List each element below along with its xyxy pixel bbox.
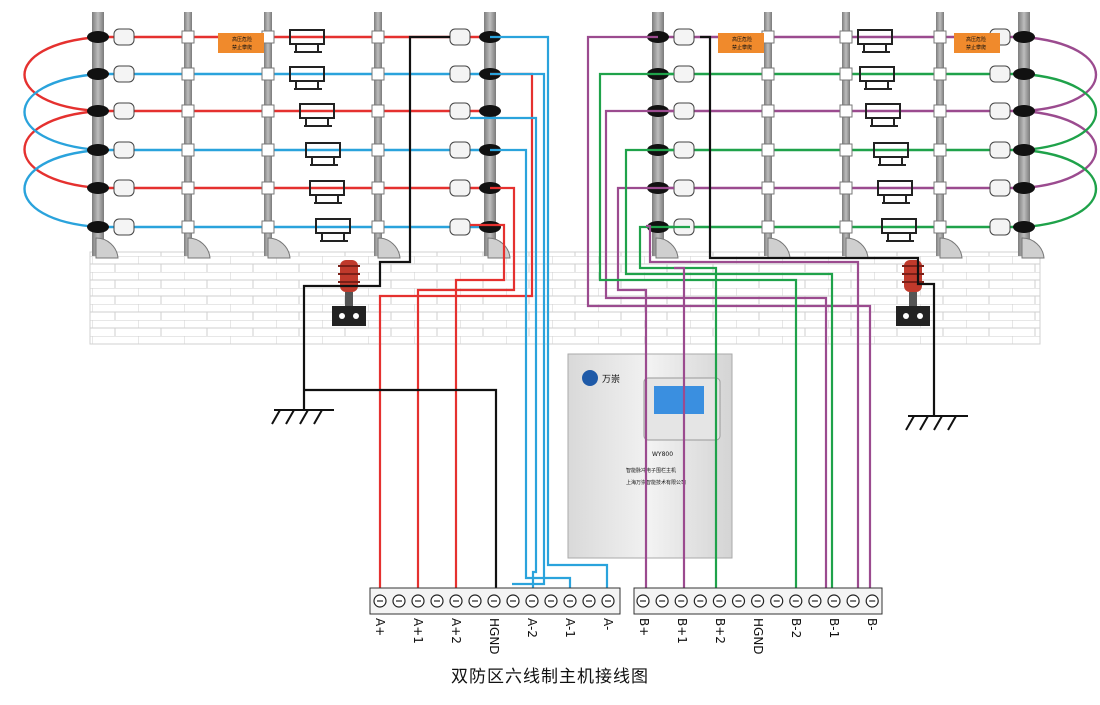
svg-text:高压危险: 高压危险 xyxy=(966,36,986,43)
terminal-label: B+1 xyxy=(675,618,689,644)
terminal-label: A-1 xyxy=(563,618,577,638)
svg-text:高压危险: 高压危险 xyxy=(232,36,252,43)
controller-display xyxy=(654,386,704,414)
terminal-label: B+2 xyxy=(713,618,727,644)
terminal-block-b xyxy=(633,587,883,615)
terminal-labels-a: A+ A+1 A+2 HGND A-2 A-1 A- xyxy=(373,618,615,655)
svg-text:高压危险: 高压危险 xyxy=(732,36,752,43)
fence-wires-zone-a xyxy=(23,35,490,229)
warning-sign-b2: 高压危险 禁止攀爬 xyxy=(954,33,1000,53)
wiring-zone-b xyxy=(586,35,936,590)
spool-insulators xyxy=(113,28,1011,236)
terminal-label: HGND xyxy=(751,618,765,655)
lightning-arrester-a xyxy=(332,260,366,326)
fence-wires-zone-b xyxy=(658,35,1098,229)
terminal-screws-a xyxy=(373,594,615,608)
terminal-screws-b xyxy=(636,594,879,608)
brick-wall xyxy=(89,251,1041,345)
wire-tensioners xyxy=(289,29,917,242)
terminal-label: A-2 xyxy=(525,618,539,638)
clip-insulators xyxy=(181,30,947,234)
brand-logo-icon xyxy=(582,370,598,386)
terminal-label: A- xyxy=(601,618,615,630)
warning-sign-a: 高压危险 禁止攀爬 xyxy=(218,33,264,53)
controller-unit: 万崇 WY800 智能脉冲电子围栏主机 上海万崇智能技术有限公司 xyxy=(567,353,733,559)
controller-model: WY800 xyxy=(652,451,673,458)
terminal-block-a xyxy=(369,587,621,615)
terminal-label: A+2 xyxy=(449,618,463,644)
terminal-labels-b: B+ B+1 B+2 HGND B-2 B-1 B- xyxy=(637,618,879,655)
svg-text:禁止攀爬: 禁止攀爬 xyxy=(732,44,752,51)
diagram-title: 双防区六线制主机接线图 xyxy=(451,667,649,687)
terminal-label: B-1 xyxy=(827,618,841,638)
terminal-label: A+1 xyxy=(411,618,425,644)
ground-symbol-b xyxy=(905,415,968,431)
svg-text:禁止攀爬: 禁止攀爬 xyxy=(232,44,252,51)
controller-name: 智能脉冲电子围栏主机 xyxy=(626,467,676,474)
warning-sign-b1: 高压危险 禁止攀爬 xyxy=(718,33,764,53)
pole-bases xyxy=(95,237,1045,259)
terminal-label: B- xyxy=(865,618,879,631)
svg-text:禁止攀爬: 禁止攀爬 xyxy=(966,44,986,51)
ground-symbol-a xyxy=(271,409,334,425)
terminal-label: B-2 xyxy=(789,618,803,638)
terminal-label: A+ xyxy=(373,618,387,636)
terminal-label: HGND xyxy=(487,618,501,655)
wiring-zone-a xyxy=(302,35,609,590)
controller-company: 上海万崇智能技术有限公司 xyxy=(626,479,686,486)
controller-brand: 万崇 xyxy=(602,374,620,385)
terminal-label: B+ xyxy=(637,618,651,636)
